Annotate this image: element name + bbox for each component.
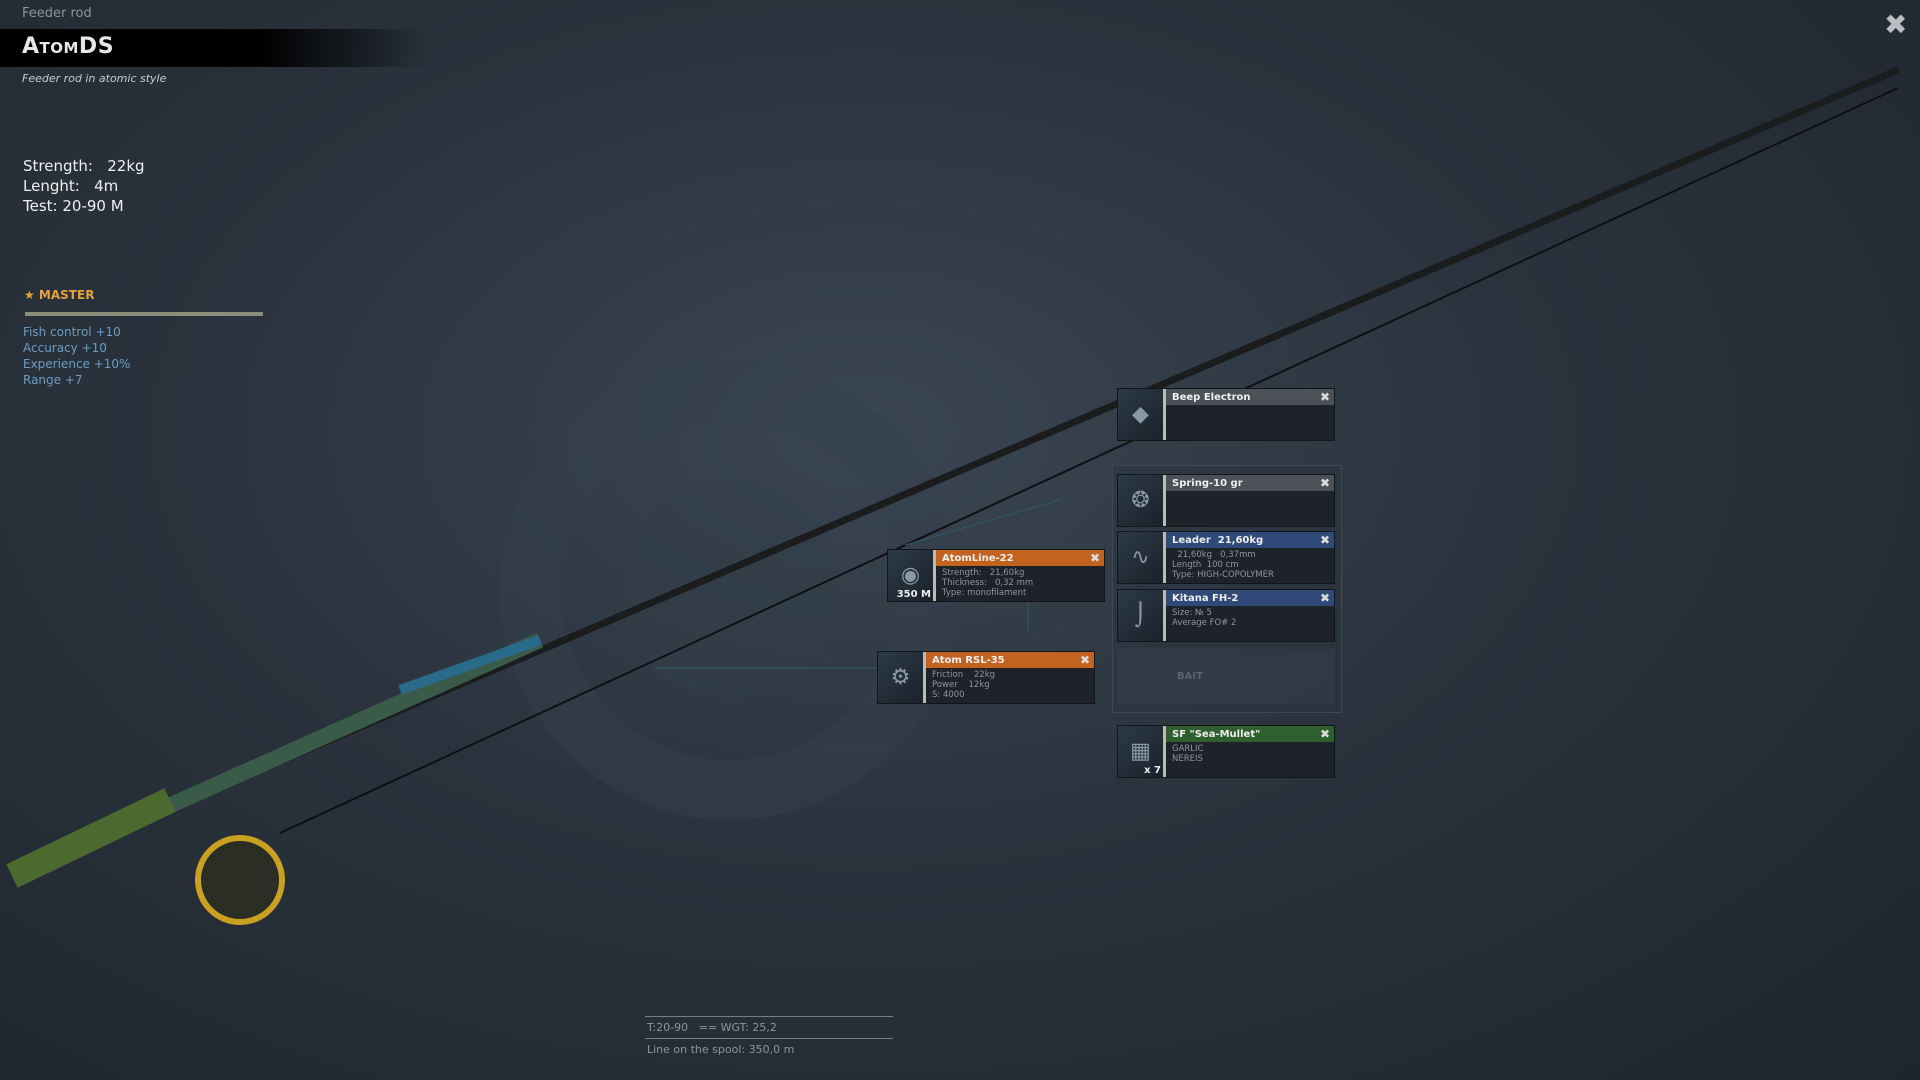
slot-info: Length 100 cm: [1172, 560, 1239, 570]
slot-info: Thickness: 0,32 mm: [942, 578, 1034, 588]
slot-info: Size: № 5: [1172, 608, 1212, 618]
slot-name: Spring-10 gr: [1172, 477, 1243, 489]
slot-info: 21,60kg 0,37mm: [1172, 550, 1256, 560]
stat-length: Lenght: 4m: [23, 177, 119, 195]
reel: [195, 835, 285, 925]
rod-decal: [398, 635, 542, 695]
remove-icon[interactable]: ✖: [1079, 653, 1090, 667]
slot-info: Type: HIGH-COPOLYMER: [1172, 570, 1274, 580]
divider: [645, 1016, 893, 1017]
slot-info: Type: monofilament: [942, 588, 1027, 598]
close-icon[interactable]: ✖: [1884, 8, 1908, 41]
slot-info: NEREIS: [1172, 754, 1203, 764]
reel-image: ⚙: [878, 652, 926, 703]
remove-icon[interactable]: ✖: [1319, 727, 1330, 741]
item-description: Feeder rod in atomic style: [22, 72, 167, 85]
bait-label: BAIT: [1177, 671, 1203, 682]
bonus-item: Range +7: [23, 373, 83, 387]
slot-name: Kitana FH-2: [1172, 592, 1239, 604]
remove-icon[interactable]: ✖: [1319, 476, 1330, 490]
slot-feeder[interactable]: ❂ Spring-10 gr ✖: [1117, 474, 1335, 527]
bonus-item: Accuracy +10: [23, 341, 107, 355]
test-weight-summary: T:20-90 == WGT: 25,2: [647, 1021, 777, 1034]
leader-image: ∿: [1118, 532, 1166, 583]
groundbait-quantity: x 7: [1144, 765, 1161, 776]
slot-bite-alarm[interactable]: ◆ Beep Electron ✖: [1117, 388, 1335, 441]
groundbait-image: ▦x 7: [1118, 726, 1166, 777]
title-bar: [0, 29, 430, 67]
slot-info: GARLIC: [1172, 744, 1204, 754]
item-title: AtomDS: [22, 34, 115, 59]
rod-stats: Strength: 22kg Lenght: 4m Test: 20-90 M: [23, 156, 145, 216]
stat-strength: Strength: 22kg: [23, 157, 145, 175]
item-category: Feeder rod: [22, 6, 92, 21]
slot-info: S: 4000: [932, 690, 965, 700]
line-length: 350 M: [896, 589, 931, 600]
stat-test: Test: 20-90 M: [23, 197, 124, 215]
slot-info: Strength: 21,60kg: [942, 568, 1025, 578]
fishing-line: [279, 87, 1899, 834]
bonus-item: Experience +10%: [23, 357, 131, 371]
slot-name: Leader 21,60kg: [1172, 534, 1264, 546]
remove-icon[interactable]: ✖: [1319, 533, 1330, 547]
hook-image: ⌡: [1118, 590, 1166, 641]
bite-alarm-image: ◆: [1118, 389, 1166, 440]
remove-icon[interactable]: ✖: [1089, 551, 1100, 565]
rank-label: ★ MASTER: [24, 288, 95, 302]
slot-bait[interactable]: BAIT: [1117, 649, 1335, 704]
slot-info: Friction 22kg: [932, 670, 996, 680]
spool-line-info: Line on the spool: 350,0 m: [647, 1043, 795, 1056]
bonus-item: Fish control +10: [23, 325, 121, 339]
slot-name: Beep Electron: [1172, 391, 1251, 403]
slot-info: Power 12kg: [932, 680, 990, 690]
emblem-center: [620, 480, 840, 700]
slot-name: AtomLine-22: [942, 552, 1014, 564]
remove-icon[interactable]: ✖: [1319, 390, 1330, 404]
divider: [645, 1038, 893, 1039]
rank-bonuses: Fish control +10 Accuracy +10 Experience…: [23, 324, 130, 388]
slot-name: Atom RSL-35: [932, 654, 1005, 666]
slot-name: SF "Sea-Mullet": [1172, 728, 1261, 740]
rank-progress-bar: [25, 312, 263, 316]
connector-line: [904, 499, 1061, 546]
feeder-image: ❂: [1118, 475, 1166, 526]
rig-summary: T:20-90 == WGT: 25,2 Line on the spool: …: [645, 1016, 893, 1060]
line-spool-image: ◉350 M: [888, 550, 936, 601]
remove-icon[interactable]: ✖: [1319, 591, 1330, 605]
slot-info: Average FO# 2: [1172, 618, 1237, 628]
rod-grip: [6, 788, 176, 888]
